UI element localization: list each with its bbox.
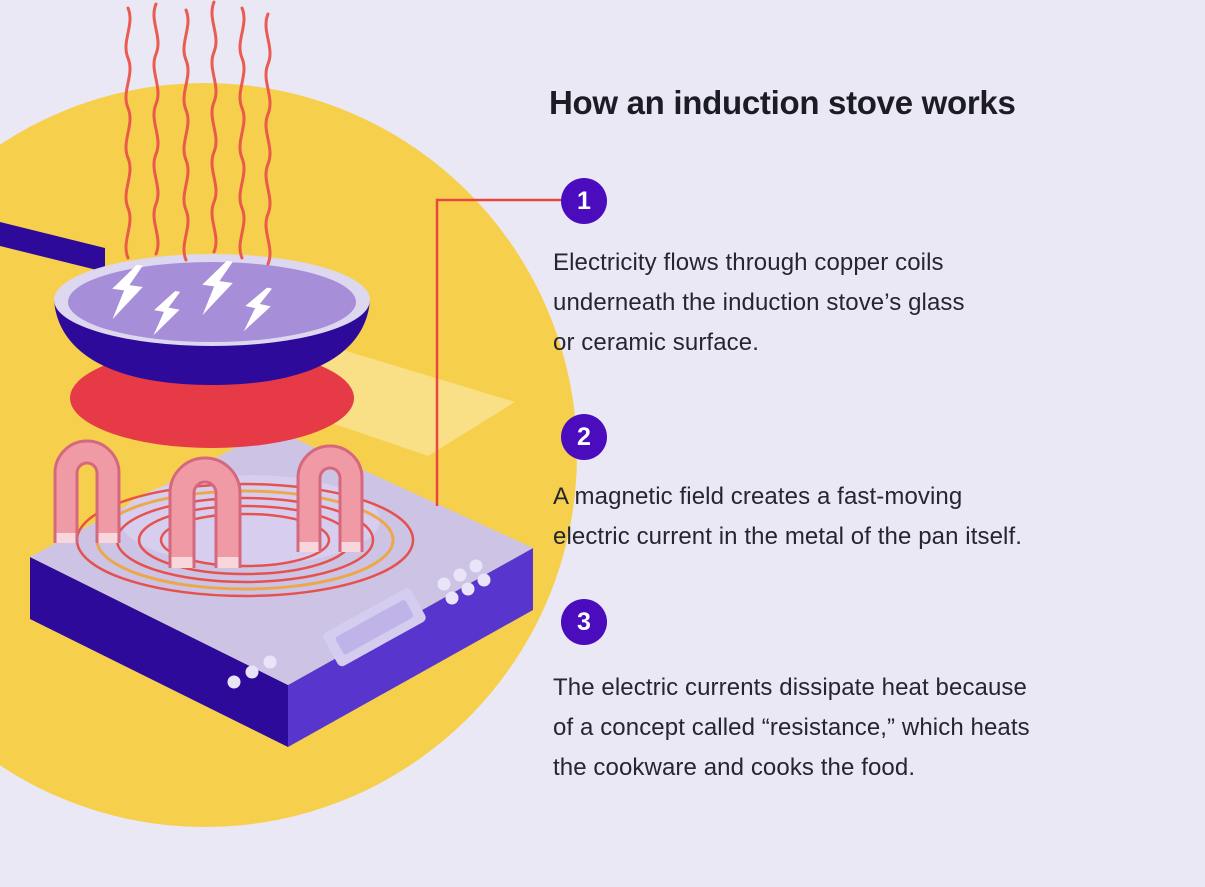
control-panel (227, 559, 491, 689)
stove-button (227, 675, 241, 689)
stove-button (477, 573, 491, 587)
magnet-icon (53, 439, 121, 543)
page-title: How an induction stove works (549, 84, 1016, 121)
magnet-icon (168, 456, 242, 568)
step-3-text: The electric currents dissipate heat bec… (553, 674, 1030, 781)
connector-line (435, 198, 561, 506)
stove-display (323, 588, 426, 667)
frying-pan-icon (54, 254, 370, 385)
lightning-bolts-icon (112, 260, 273, 336)
stove-button (453, 568, 467, 582)
stove-button (461, 582, 475, 596)
step-3-badge: 3 (561, 599, 607, 645)
stove-left-face (30, 557, 288, 747)
stove-button (245, 665, 259, 679)
stove-front-face (288, 548, 533, 747)
step-1-badge: 1 (561, 178, 607, 224)
magnet-icon (296, 444, 364, 552)
stove-button (445, 591, 459, 605)
step-2-badge: 2 (561, 414, 607, 460)
step-2-text: A magnetic field creates a fast-moving e… (553, 483, 1023, 550)
heat-waves-icon (124, 0, 272, 266)
step-1-text: Electricity flows through copper coils u… (553, 249, 965, 356)
stove-button (263, 655, 277, 669)
pan-handle (0, 222, 105, 272)
stove-button (437, 577, 451, 591)
horseshoe-magnets (53, 439, 364, 568)
stove-button (469, 559, 483, 573)
